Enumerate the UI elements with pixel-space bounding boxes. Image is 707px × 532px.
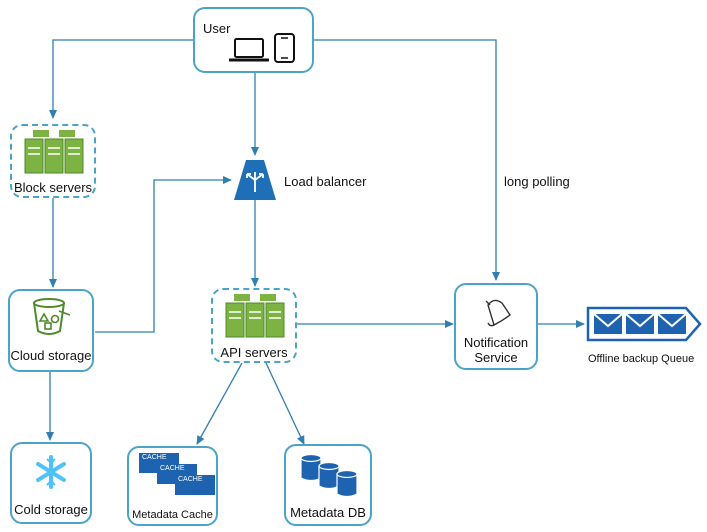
cloud-storage-node: Cloud storage bbox=[8, 289, 94, 372]
api-servers-label: API servers bbox=[220, 345, 288, 360]
metadata-db-node: Metadata DB bbox=[284, 444, 372, 526]
database-icon bbox=[300, 454, 358, 498]
notification-label-line2: Service bbox=[474, 350, 518, 365]
long-polling-label: long polling bbox=[504, 174, 570, 189]
laptop-icon bbox=[229, 38, 269, 62]
cold-storage-node: Cold storage bbox=[10, 442, 92, 524]
storage-bucket-icon bbox=[33, 298, 71, 335]
notification-service-node: Notification Service bbox=[454, 283, 538, 370]
arrow-api-to-metadata-db bbox=[265, 362, 305, 445]
load-balancer-label: Load balancer bbox=[284, 174, 367, 189]
cloud-storage-label: Cloud storage bbox=[10, 348, 92, 363]
tablet-icon bbox=[274, 33, 295, 63]
arrow-user-to-block-servers bbox=[49, 39, 193, 119]
api-servers-node: API servers bbox=[211, 288, 297, 363]
arrow-user-to-notification bbox=[314, 39, 500, 281]
server-rack-icon bbox=[225, 294, 285, 338]
snowflake-icon bbox=[36, 455, 66, 489]
block-servers-node: Block servers bbox=[10, 124, 96, 198]
queue-icon bbox=[586, 306, 702, 342]
metadata-cache-node: CACHE CACHE CACHE Metadata Cache bbox=[127, 446, 218, 526]
cold-storage-label: Cold storage bbox=[14, 502, 88, 517]
metadata-db-label: Metadata DB bbox=[290, 505, 366, 520]
block-servers-label: Block servers bbox=[14, 180, 93, 195]
arrow-cloud-storage-to-load-balancer bbox=[95, 176, 232, 333]
load-balancer-icon bbox=[234, 160, 276, 200]
cache-block-3: CACHE bbox=[175, 475, 215, 495]
bell-icon bbox=[485, 299, 511, 327]
server-rack-icon bbox=[24, 130, 84, 174]
metadata-cache-label: Metadata Cache bbox=[132, 509, 213, 521]
notification-label-line1: Notification bbox=[463, 335, 529, 350]
user-node: User bbox=[193, 7, 314, 73]
arrow-api-to-metadata-cache bbox=[196, 362, 243, 445]
offline-queue-label: Offline backup Queue bbox=[588, 353, 695, 365]
user-label: User bbox=[203, 21, 231, 36]
